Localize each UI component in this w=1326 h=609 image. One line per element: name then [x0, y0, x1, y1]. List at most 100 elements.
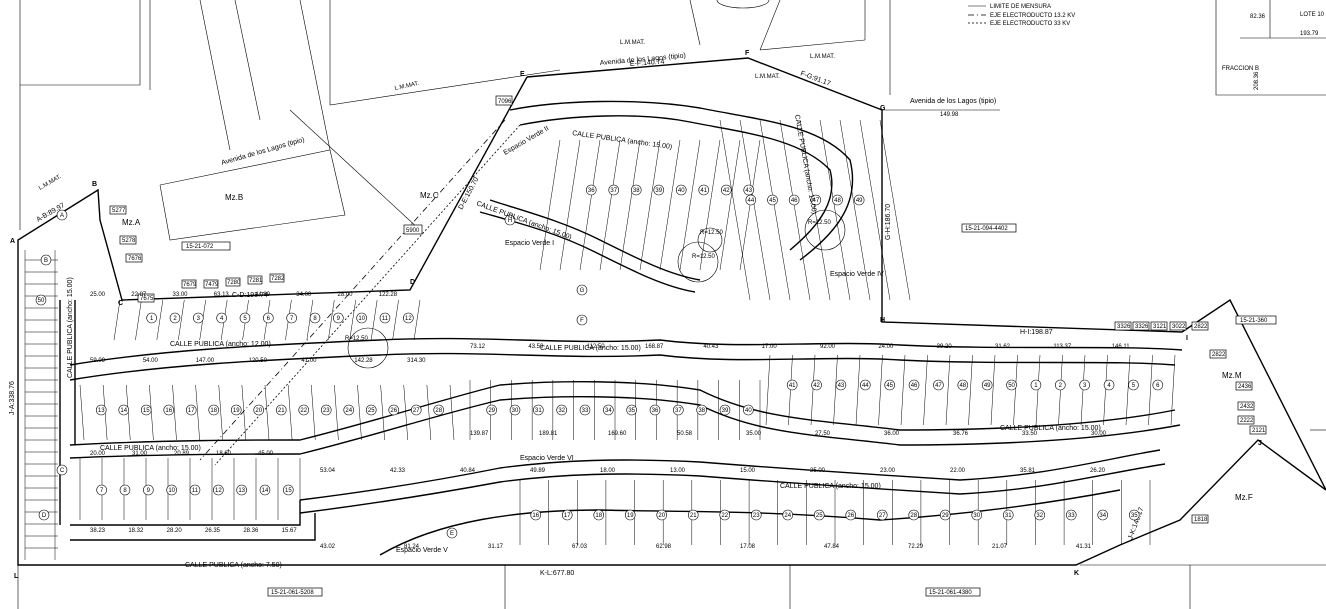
dimension-label: 53.04	[320, 468, 336, 474]
lot-number-circle	[608, 184, 620, 196]
lot-number: 15	[143, 408, 150, 414]
lot-number: 41	[789, 383, 796, 389]
lot-number-circle	[283, 484, 294, 496]
lot-number-circle	[593, 509, 605, 521]
lot-boundary	[819, 119, 851, 301]
lot-number-circle	[530, 509, 542, 521]
lot-letter: D	[42, 513, 47, 519]
point-label: E	[520, 71, 525, 78]
lot-number-circle	[860, 379, 871, 391]
parcel-number: 7675	[140, 296, 154, 302]
lot-number-circle	[626, 404, 637, 416]
lot-number-circle	[333, 312, 344, 324]
lot-number-circle	[813, 509, 825, 521]
curve-radii: R=12.50 R=12.50 R=12.50 R=12.50	[345, 209, 846, 369]
lot-letter: A	[60, 213, 64, 219]
lot-number-circle	[1006, 379, 1017, 391]
dimension-label: 42.33	[390, 468, 406, 474]
lot-number: 26	[847, 513, 854, 519]
lot-number-circle	[696, 404, 707, 416]
lot-boundary	[719, 139, 741, 271]
lot-number-circle	[656, 509, 668, 521]
lot-boundary	[859, 119, 891, 301]
lot-boundary	[739, 119, 771, 301]
green-space-label: Espacio Verde IV	[830, 271, 884, 278]
lot-boundary	[1170, 354, 1176, 426]
dimension-label: 18.32	[128, 528, 144, 534]
lot-number-circle	[1128, 509, 1140, 521]
lot-number: 40	[678, 188, 685, 194]
lot-number-circle	[603, 404, 614, 416]
lot-number-circle	[216, 312, 227, 324]
lot-boundary	[1035, 354, 1041, 426]
lot-boundary	[403, 384, 408, 441]
lot-letter-circle	[56, 209, 68, 221]
dimension-label: 92.00	[820, 344, 836, 350]
lot-number: 45	[886, 383, 893, 389]
lot-number: 24	[784, 513, 791, 519]
parcel-number: 1818	[1194, 517, 1208, 523]
lot-boundary	[699, 139, 721, 271]
lot-number: 33	[1068, 513, 1075, 519]
lot-number: 16	[532, 513, 539, 519]
lot-number: 43	[838, 383, 845, 389]
lot-number: 37	[610, 188, 617, 194]
dimension-label: 26.35	[205, 528, 221, 534]
lot-number-circle	[649, 404, 661, 416]
dimension-label: 23.00	[880, 468, 896, 474]
point-label: H	[880, 317, 885, 324]
dimension-label: 40.43	[703, 344, 719, 350]
parcel-number: 3121	[1153, 324, 1167, 330]
lot-number-circle	[743, 184, 755, 196]
lot-number: 1	[150, 316, 154, 322]
lot-letter-circle	[38, 509, 50, 521]
dimension-label: 189.81	[539, 431, 558, 437]
lot-number-circle	[298, 404, 310, 416]
lot-boundary	[172, 384, 177, 441]
corner-block: 82.36 LOTE 10 193.79 FRACCION B 208.36	[1215, 0, 1326, 96]
lot-number: 47	[812, 198, 819, 204]
lot-number-circle	[933, 379, 944, 391]
dimension-label: 33.50	[1022, 431, 1038, 437]
lot-number: 5	[1132, 383, 1136, 389]
lot-number: 11	[382, 316, 389, 322]
dimension-label: 39.20	[937, 344, 953, 350]
street-label: CALLE PUBLICA (ancho: 15.00)	[780, 483, 881, 490]
lot-number-circle	[1079, 379, 1090, 391]
lot-letter: E	[450, 531, 454, 537]
lot-number-circle	[743, 404, 754, 416]
lot-number: 2	[1059, 383, 1063, 389]
lot-number-circle	[239, 312, 251, 324]
dimension-label: 15.00	[740, 468, 756, 474]
lot-number-circle	[140, 404, 152, 416]
lot-number-circle	[1128, 379, 1139, 391]
lot-number: 11	[192, 488, 199, 494]
lot-number-circle	[403, 312, 414, 324]
parcel-number: 7096	[498, 99, 512, 105]
lot-number-circle	[750, 509, 762, 521]
lot-number-circle	[253, 404, 265, 416]
lot-number-circle	[263, 312, 274, 324]
parcel-number: 2822	[1194, 324, 1208, 330]
lot-number: 44	[862, 383, 869, 389]
lot-boundary	[878, 354, 883, 426]
lot-number-circle	[509, 404, 521, 416]
lot-boundary	[923, 354, 928, 426]
dimension-label: 17.00	[762, 344, 778, 350]
lot-boundary	[1125, 354, 1131, 426]
lot-number: 48	[834, 198, 841, 204]
parcel-boxes: 5900 7096 5277 5278 7675 7676 7679 7479 …	[109, 95, 1267, 524]
lot-boundary	[113, 299, 121, 341]
dimension-label: 168.87	[645, 344, 664, 350]
parcel-number: 5278	[122, 238, 136, 244]
point-label: D	[410, 279, 415, 286]
lot-number: 41	[700, 188, 707, 194]
lot-number-circle	[745, 194, 757, 206]
dimension-label: 28.36	[243, 528, 259, 534]
lot-letter: F	[580, 318, 584, 324]
lot-number: 6	[267, 316, 271, 322]
parcel-number: 7676	[128, 256, 142, 262]
lot-number-circle	[908, 379, 920, 391]
lot-number-circle	[213, 484, 224, 496]
cadastral-labels: 15-21-072 15-21-094-4402 15-21-360 15-21…	[181, 223, 1277, 597]
